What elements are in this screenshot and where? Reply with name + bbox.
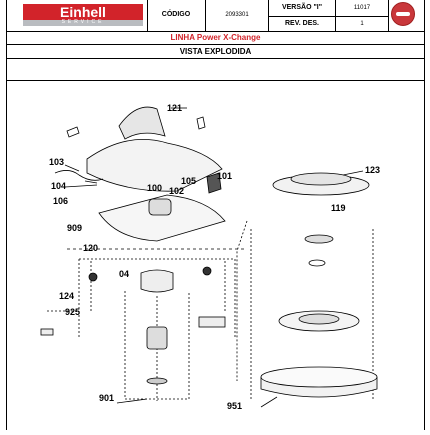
- motor-frame: [124, 291, 190, 400]
- logo-service-bar: SERVICE: [23, 19, 143, 26]
- switch-part: [206, 172, 222, 194]
- ring-part: [308, 259, 326, 267]
- leader-line: [64, 164, 80, 172]
- divider: [388, 0, 389, 31]
- divider: [269, 16, 388, 17]
- divider: [335, 0, 336, 31]
- part-label-909: 909: [67, 223, 82, 233]
- lower-housing: [98, 194, 226, 242]
- polishing-pad-top: [260, 366, 378, 388]
- leader-line: [260, 396, 278, 408]
- switch-block: [148, 198, 172, 216]
- codigo-label: CÓDIGO: [161, 11, 191, 18]
- screw-part: [202, 266, 212, 276]
- part-label-120: 120: [83, 243, 98, 253]
- screw-part: [88, 272, 98, 282]
- codigo-value: 2093301: [225, 12, 249, 18]
- exploded-diagram: 121 103 104 106 105 101 100 102 909 120 …: [40, 103, 380, 411]
- einhell-logo: Einhell: [23, 4, 143, 20]
- part-label-121: 121: [167, 103, 182, 113]
- versao-label: VERSÃO "I": [281, 4, 323, 11]
- top-cover-hub: [290, 172, 352, 186]
- assembly-frame: [90, 261, 226, 311]
- pin-part: [64, 184, 98, 188]
- part-label-105: 105: [181, 176, 196, 186]
- part-label-901: 901: [99, 393, 114, 403]
- part-label-951: 951: [227, 401, 242, 411]
- blank-row: [6, 59, 425, 81]
- washer-part: [146, 377, 168, 385]
- rev-label: REV. DES.: [285, 20, 319, 27]
- leader-line: [116, 398, 148, 404]
- part-label-124: 124: [59, 291, 74, 301]
- assembly-frame: [78, 258, 236, 339]
- part-label-925: 925: [65, 307, 80, 317]
- part-label-106: 106: [53, 196, 68, 206]
- header-table: Einhell SERVICE CÓDIGO 2093301 VERSÃO "I…: [6, 0, 425, 32]
- divider: [268, 0, 269, 31]
- small-part: [66, 126, 80, 138]
- leader-line: [84, 180, 98, 184]
- bracket-part: [140, 269, 174, 293]
- logo-service-text: SERVICE: [61, 19, 105, 25]
- part-label-103: 103: [49, 157, 64, 167]
- product-line-title: LINHA Power X-Change: [6, 32, 425, 45]
- part-label-104: 104: [51, 181, 66, 191]
- clip-part: [40, 328, 54, 336]
- backing-hub: [298, 313, 340, 325]
- brand-badge-icon: [391, 2, 415, 26]
- logo-cell: Einhell SERVICE: [7, 0, 148, 31]
- part-label-102: 102: [169, 186, 184, 196]
- divider: [205, 0, 206, 31]
- view-title: VISTA EXPLODIDA: [6, 45, 425, 59]
- housing-cover: [86, 139, 223, 192]
- part-label-119: 119: [331, 203, 346, 213]
- bearing-part: [304, 234, 334, 244]
- part-label-100: 100: [147, 183, 162, 193]
- part-label-123: 123: [365, 165, 380, 175]
- part-label-04: 04: [119, 269, 129, 279]
- small-part: [196, 116, 206, 130]
- motor-part: [146, 326, 168, 350]
- pad-frame: [250, 229, 374, 401]
- clip-part: [198, 316, 226, 328]
- leader-line: [342, 170, 364, 176]
- part-label-101: 101: [217, 171, 232, 181]
- rev-value: 1: [360, 21, 364, 27]
- versao-value: 11017: [353, 5, 371, 11]
- guide-line: [236, 220, 248, 381]
- drawing-area: 121 103 104 106 105 101 100 102 909 120 …: [6, 81, 425, 430]
- handle-part: [118, 106, 166, 140]
- logo-text: Einhell: [60, 4, 106, 20]
- spring-part: [54, 170, 104, 181]
